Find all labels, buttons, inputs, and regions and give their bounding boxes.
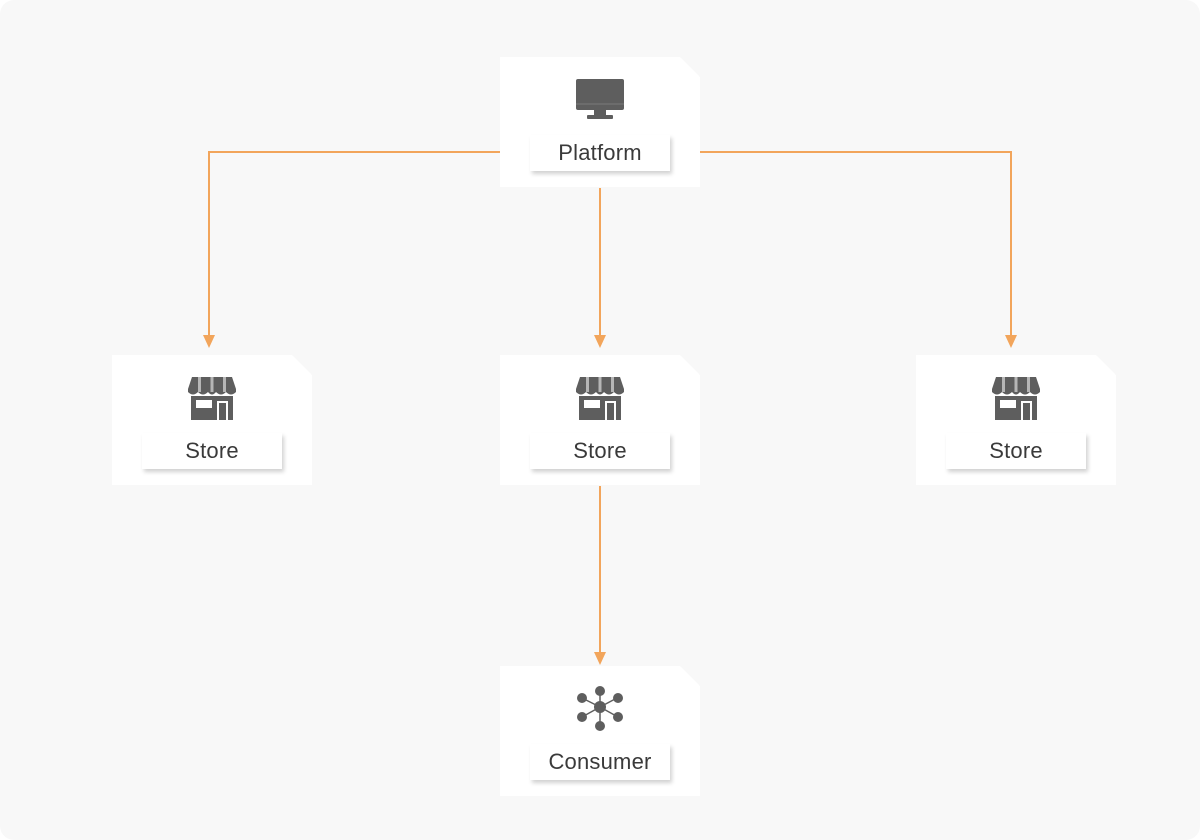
storefront-icon [990,375,1042,421]
network-icon [574,686,626,732]
store-node-left[interactable]: Store [112,355,312,485]
node-label: Store [530,433,670,469]
monitor-icon [574,77,626,123]
node-label: Store [946,433,1086,469]
edge-platform-store-right [700,151,1012,336]
storefront-icon [574,375,626,421]
arrowhead-store-right [1005,335,1017,348]
arrowhead-consumer [594,652,606,665]
node-label: Store [142,433,282,469]
store-node-right[interactable]: Store [916,355,1116,485]
node-label: Consumer [530,744,670,780]
node-label: Platform [530,135,670,171]
platform-node[interactable]: Platform [500,57,700,187]
edge-platform-store-left [208,151,500,336]
consumer-node[interactable]: Consumer [500,666,700,796]
store-node-center[interactable]: Store [500,355,700,485]
arrowhead-store-left [203,335,215,348]
arrowhead-store-center [594,335,606,348]
storefront-icon [186,375,238,421]
